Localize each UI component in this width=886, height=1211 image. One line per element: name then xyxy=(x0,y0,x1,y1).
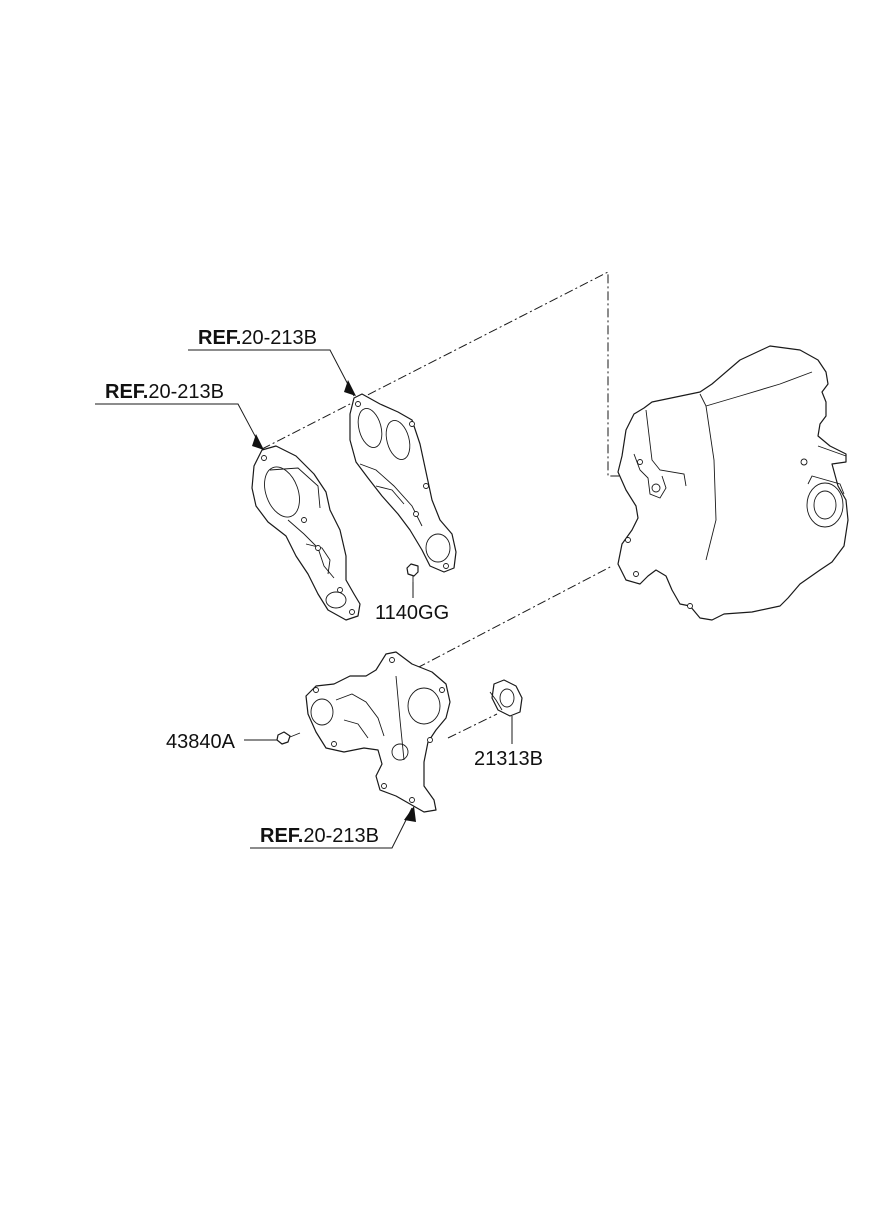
ref-prefix: REF. xyxy=(105,381,148,403)
bolt-43840a xyxy=(276,731,301,745)
timing-cover-rear xyxy=(251,445,361,621)
ref-prefix: REF. xyxy=(260,825,303,847)
label-ref-top: REF.20-213B xyxy=(198,327,317,349)
ref-code: 20-213B xyxy=(148,381,224,403)
svg-text:REF.20-213B: REF.20-213B xyxy=(198,327,317,349)
bolt-1140gg xyxy=(406,563,419,582)
label-43840a: 43840A xyxy=(166,731,236,753)
timing-cover-front xyxy=(349,393,457,573)
label-ref-left: REF.20-213B xyxy=(105,381,224,403)
engine-block xyxy=(617,345,849,621)
svg-text:REF.20-213B: REF.20-213B xyxy=(260,825,379,847)
leader-lines xyxy=(95,349,513,849)
oil-seal-21313b xyxy=(489,679,523,717)
front-case xyxy=(305,651,451,813)
ref-prefix: REF. xyxy=(198,327,241,349)
svg-text:REF.20-213B: REF.20-213B xyxy=(105,381,224,403)
label-1140gg: 1140GG xyxy=(375,602,449,624)
label-ref-bottom: REF.20-213B xyxy=(260,825,379,847)
label-21313b: 21313B xyxy=(474,748,543,770)
ref-code: 20-213B xyxy=(303,825,379,847)
ref-code: 20-213B xyxy=(241,327,317,349)
